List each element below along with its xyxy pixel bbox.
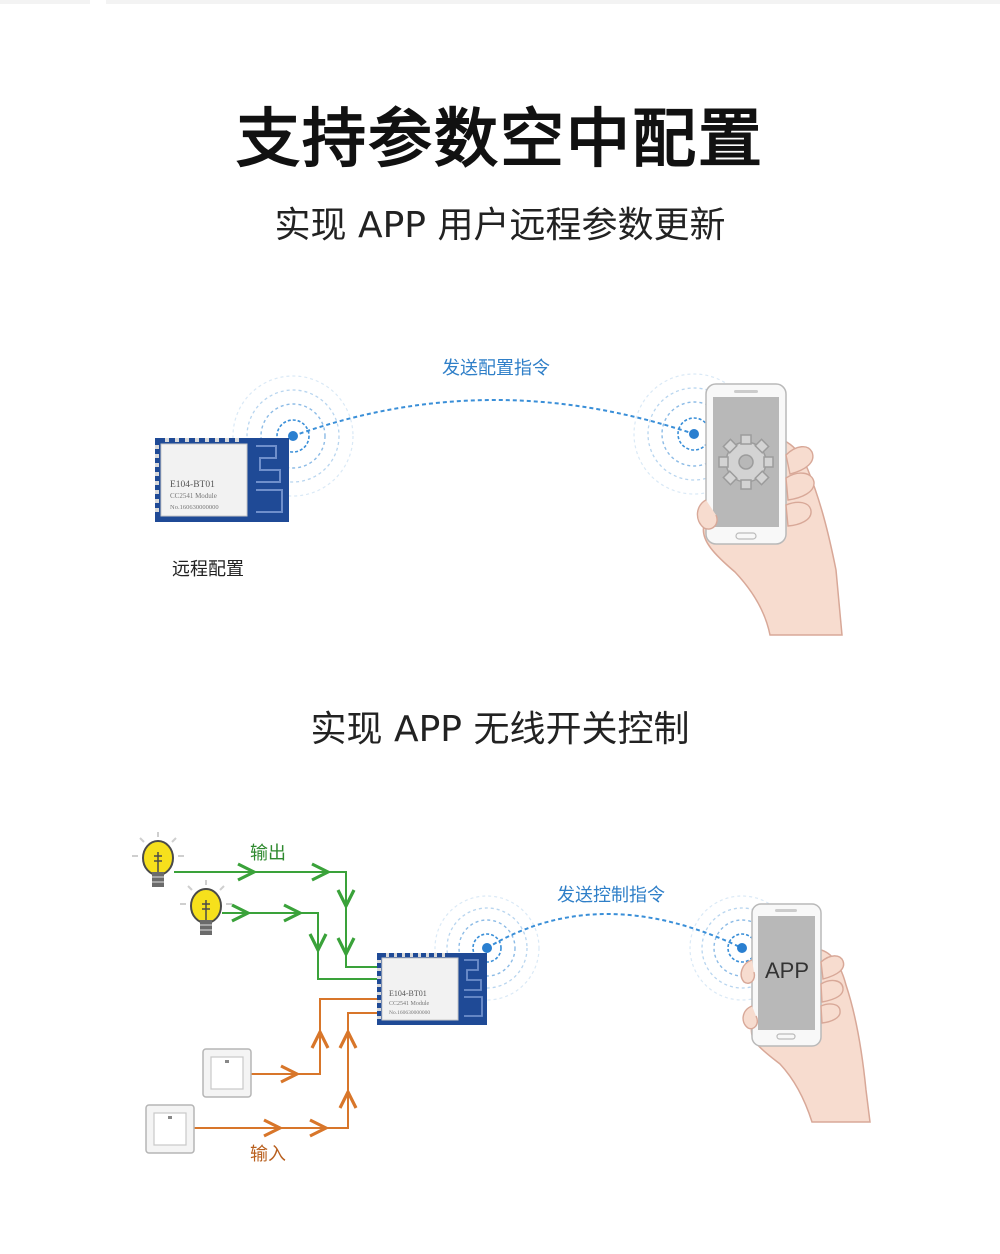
module-model-label: E104-BT01 [170, 480, 215, 490]
module-serial-label: No.160630000000 [170, 504, 219, 511]
module-antenna-dot [288, 431, 298, 441]
phone-antenna-dot [737, 943, 747, 953]
ble-module-1: E104-BT01 CC2541 Module No.160630000000 [155, 438, 289, 522]
send-control-label: 发送控制指令 [557, 885, 665, 906]
top-divider [0, 0, 1000, 4]
module-signal-waves [232, 375, 354, 497]
wall-switch-icon [202, 1048, 252, 1098]
module-desc-label: CC2541 Module [170, 492, 217, 500]
config-signal-arc [292, 399, 695, 437]
control-signal-arc [486, 913, 743, 949]
module-serial-label: No.160630000000 [389, 1010, 430, 1016]
phone-app-label: APP [765, 958, 809, 983]
phone-antenna-dot [689, 429, 699, 439]
hand-holding-phone-1 [696, 383, 843, 636]
gear-icon [718, 434, 774, 490]
input-label: 输入 [250, 1144, 286, 1165]
input-lines [192, 998, 378, 1128]
module-antenna-dot [482, 943, 492, 953]
ble-module-2: E104-BT01 CC2541 Module No.160630000000 [377, 953, 487, 1025]
output-lines [174, 872, 378, 980]
hand-holding-phone-2 [740, 903, 871, 1123]
output-label: 输出 [250, 843, 286, 864]
module-desc-label: CC2541 Module [389, 1001, 430, 1007]
page-title: 支持参数空中配置 [236, 103, 764, 177]
remote-config-caption: 远程配置 [172, 559, 244, 580]
section2-subtitle: 实现 APP 无线开关控制 [310, 709, 690, 750]
light-bulb-icon [180, 880, 232, 935]
module-model-label: E104-BT01 [389, 989, 427, 998]
light-bulb-icon [132, 832, 184, 887]
wall-switch-icon [145, 1104, 195, 1154]
send-config-label: 发送配置指令 [442, 358, 550, 379]
section1-subtitle: 实现 APP 用户远程参数更新 [274, 205, 726, 246]
